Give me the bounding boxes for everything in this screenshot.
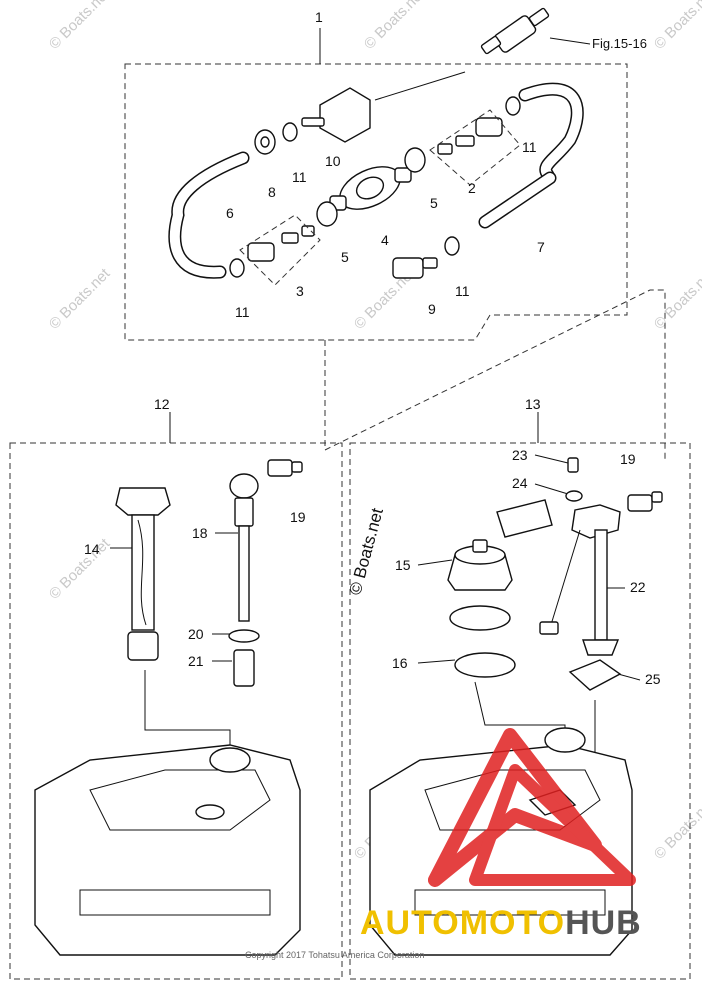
- part-5: [316, 201, 338, 227]
- watermark: © Boats.net: [651, 0, 702, 53]
- assembly-13-box: [349, 442, 691, 980]
- figure-reference: Fig.15-16: [592, 36, 647, 51]
- part-11: [505, 96, 521, 116]
- part-2: [429, 109, 521, 186]
- automotohub-logo: [428, 728, 636, 887]
- part-20-oring: [228, 629, 260, 643]
- watermark: © Boats.net: [46, 535, 114, 603]
- part-21-filter: [233, 649, 255, 687]
- callout-8: 8: [268, 184, 276, 200]
- brand-name: AUTOMOTOHUB: [360, 904, 642, 942]
- callout-10: 10: [325, 153, 341, 169]
- part-16-ring: [454, 652, 516, 678]
- watermark: © Boats.net: [46, 0, 114, 53]
- callout-19: 19: [620, 451, 636, 467]
- part-5: [404, 147, 426, 173]
- callout-23: 23: [512, 447, 528, 463]
- part-19: [267, 459, 303, 477]
- callout-9: 9: [428, 301, 436, 317]
- part-11: [444, 236, 460, 256]
- callout-11: 11: [455, 283, 470, 299]
- assembly-12-box: [9, 442, 343, 980]
- copyright-text: Copyright 2017 Tohatsu America Corporati…: [245, 950, 424, 960]
- rotated-watermark: © Boats.net: [346, 506, 387, 597]
- part-18-pickup: [229, 473, 259, 622]
- callout-5: 5: [430, 195, 438, 211]
- callout-11: 11: [522, 139, 537, 155]
- part-11: [229, 258, 245, 278]
- callout-21: 21: [188, 653, 204, 669]
- part-24-washer: [565, 490, 583, 502]
- watermark: © Boats.net: [46, 265, 114, 333]
- callout-15: 15: [395, 557, 411, 573]
- callout-16: 16: [392, 655, 408, 671]
- callout-1: 1: [315, 9, 323, 25]
- fuel-connector-top: [374, 7, 550, 101]
- callout-24: 24: [512, 475, 528, 491]
- callout-22: 22: [630, 579, 646, 595]
- watermark: © Boats.net: [651, 265, 702, 333]
- callout-25: 25: [645, 671, 661, 687]
- callout-11: 11: [235, 304, 250, 320]
- part-14-gauge: [115, 487, 171, 661]
- brand-part-1: AUTOMOTO: [360, 904, 565, 942]
- part-22-sender: [539, 504, 621, 656]
- callout-19: 19: [290, 509, 306, 525]
- part-4-primer-bulb: [329, 166, 412, 211]
- callout-18: 18: [192, 525, 208, 541]
- callout-12: 12: [154, 396, 170, 412]
- callout-6: 6: [226, 205, 234, 221]
- part-25-gasket: [568, 659, 622, 691]
- assembly-1-box: [124, 63, 628, 341]
- part-15-cap: [447, 539, 513, 631]
- callout-20: 20: [188, 626, 204, 642]
- tag: [496, 499, 553, 538]
- callout-labels: 1 Fig.15-16 2 3 4 5 5 6 7 8 9 10 11 11 1…: [84, 9, 661, 687]
- callout-3: 3: [296, 283, 304, 299]
- callout-14: 14: [84, 541, 100, 557]
- fuel-tank-left: [34, 744, 301, 956]
- callout-7: 7: [537, 239, 545, 255]
- callout-5: 5: [341, 249, 349, 265]
- part-11: [282, 122, 298, 142]
- part-19: [627, 491, 663, 512]
- watermarks: © Boats.net © Boats.net © Boats.net © Bo…: [46, 0, 702, 863]
- callout-4: 4: [381, 232, 389, 248]
- part-3: [239, 214, 321, 286]
- leader-lines: [110, 28, 641, 760]
- brand-part-2: HUB: [565, 904, 642, 942]
- part-9: [392, 257, 438, 279]
- part-10: [301, 87, 371, 143]
- watermark: © Boats.net: [651, 795, 702, 863]
- callout-2: 2: [468, 180, 476, 196]
- watermark: © Boats.net: [361, 0, 429, 53]
- callout-13: 13: [525, 396, 541, 412]
- callout-11: 11: [292, 169, 307, 185]
- part-23-screw: [567, 457, 579, 473]
